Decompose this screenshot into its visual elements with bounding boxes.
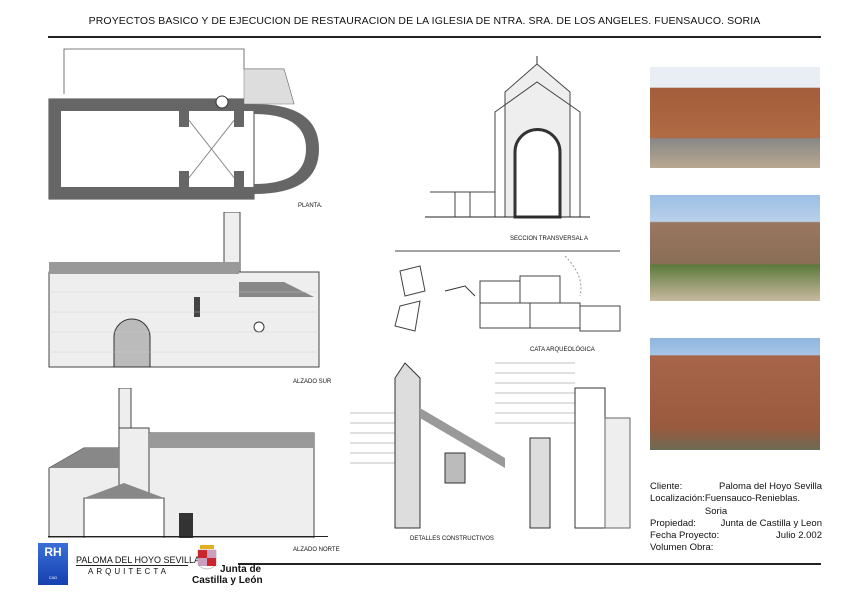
- church-photo-2: [650, 195, 820, 301]
- project-info: Cliente:Paloma del Hoyo Sevilla Localiza…: [650, 481, 822, 555]
- castilla-leon-crest-icon: [197, 545, 217, 570]
- info-row-date: Fecha Proyecto:Julio 2.002: [650, 530, 822, 542]
- info-row-client: Cliente:Paloma del Hoyo Sevilla: [650, 481, 822, 492]
- excavation-label: CATA ARQUEOLÓGICA: [530, 347, 595, 353]
- architect-logo: RH CAD: [38, 543, 68, 585]
- sheet-title: PROYECTOS BASICO Y DE EJECUCION DE RESTA…: [88, 15, 761, 27]
- title-rule: [48, 36, 821, 38]
- plan-label: PLANTA.: [298, 203, 323, 209]
- north-elevation-drawing: [48, 388, 315, 538]
- excavation-drawing: [394, 250, 621, 332]
- section-label: SECCION TRANSVERSAL A: [510, 236, 589, 242]
- church-photo-1: [650, 67, 820, 168]
- church-photo-3: [650, 338, 820, 450]
- owner-logo-line1: Junta de: [220, 564, 262, 575]
- owner-logo-line2: Castilla y León: [192, 575, 263, 586]
- info-row-volume: Volumen Obra:: [650, 542, 714, 554]
- architect-role: ARQUITECTA: [88, 567, 169, 576]
- info-row-owner: Propiedad:Junta de Castilla y Leon: [650, 517, 822, 529]
- architect-name: PALOMA DEL HOYO SEVILLA: [76, 555, 201, 565]
- section-drawing: [425, 56, 590, 219]
- details-label: DETALLES CONSTRUCTIVOS: [410, 536, 494, 542]
- south-elevation-label: ALZADO SUR: [293, 379, 332, 385]
- footer-rule: [238, 563, 821, 565]
- plan-drawing: [48, 48, 319, 200]
- footer-rule-top: [48, 536, 328, 537]
- details-drawing: [350, 362, 631, 529]
- north-elevation-label: ALZADO NORTE: [293, 547, 340, 553]
- south-elevation-drawing: [48, 212, 320, 368]
- architect-rule: [76, 565, 188, 566]
- info-row-location: Localización:Fuensauco-Renieblas. Soria: [650, 493, 800, 517]
